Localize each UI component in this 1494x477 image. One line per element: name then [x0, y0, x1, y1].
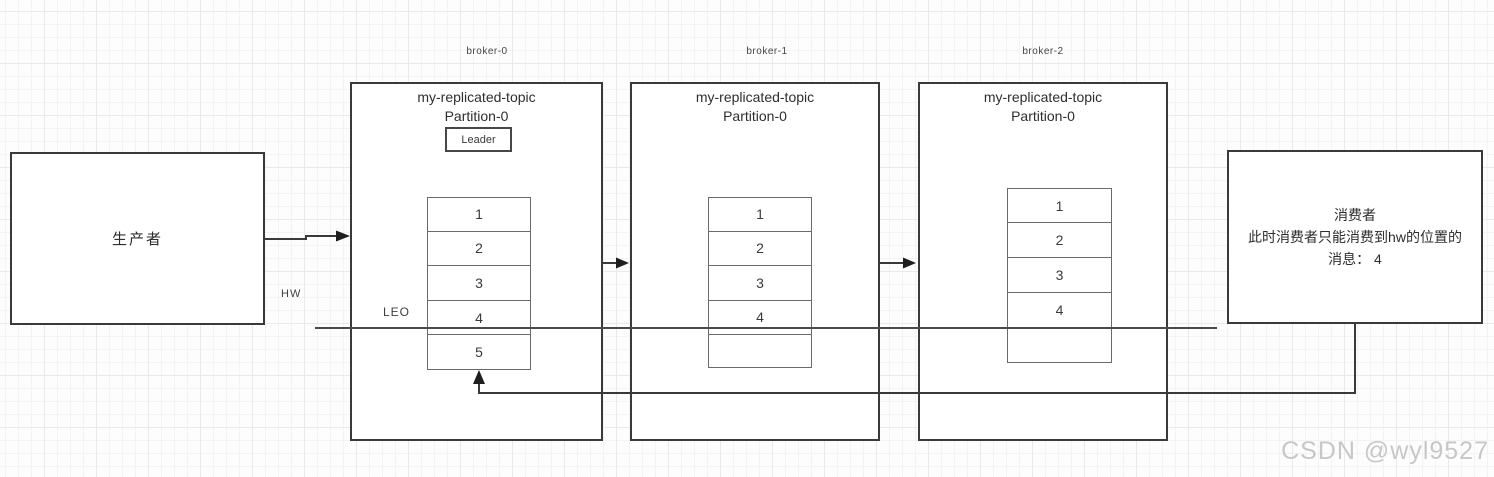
log-cell: 2	[427, 231, 531, 267]
log-cell: 4	[427, 300, 531, 336]
broker-0-partition: Partition-0	[444, 108, 509, 124]
log-cell: 4	[1007, 293, 1112, 328]
broker-2-topic: my-replicated-topic	[983, 89, 1103, 105]
broker-0-title: my-replicated-topic Partition-0	[352, 88, 601, 126]
replication-arrow-1-head-icon	[616, 257, 629, 269]
log-cell: 2	[708, 231, 812, 266]
log-cell-empty	[1007, 328, 1112, 363]
broker-0-caption: broker-0	[466, 46, 508, 57]
broker-2-caption: broker-2	[1022, 46, 1064, 57]
log-cell-empty	[708, 335, 812, 368]
log-cell: 4	[708, 300, 812, 335]
log-cell: 1	[427, 197, 531, 232]
log-cell: 1	[708, 197, 812, 232]
log-cell: 1	[1007, 188, 1112, 223]
leo-marker-label: LEO	[383, 305, 411, 319]
leader-label: Leader	[461, 133, 496, 146]
broker-0-log-stack: 1 2 3 4 5	[427, 197, 531, 370]
log-cell: 3	[427, 266, 531, 301]
consumer-note-line1: 此时消费者只能消费到hw的位置的	[1248, 229, 1462, 245]
broker-2-partition: Partition-0	[1011, 108, 1075, 124]
log-cell: 3	[708, 266, 812, 301]
broker-2-title: my-replicated-topic Partition-0	[920, 88, 1166, 126]
log-cell: 5	[427, 335, 531, 370]
producer-arrowhead-icon	[336, 230, 350, 242]
consumer-note-line2: 消息： 4	[1328, 251, 1382, 267]
broker-1-log-stack: 1 2 3 4	[708, 197, 812, 368]
log-cell: 3	[1007, 258, 1112, 293]
producer-arrow-line	[263, 235, 336, 240]
producer-label: 生产者	[111, 231, 163, 248]
producer-box: 生产者	[10, 152, 265, 325]
broker-1-title: my-replicated-topic Partition-0	[632, 88, 878, 126]
consumer-title: 消费者	[1334, 207, 1376, 223]
consumer-box: 消费者 此时消费者只能消费到hw的位置的 消息： 4	[1227, 150, 1483, 324]
replication-arrow-2-head-icon	[903, 257, 916, 269]
broker-1-partition: Partition-0	[723, 108, 787, 124]
log-cell: 2	[1007, 223, 1112, 258]
hw-marker-label: HW	[281, 288, 302, 300]
leader-badge: Leader	[445, 127, 512, 152]
broker-1-topic: my-replicated-topic	[695, 89, 815, 105]
consumer-text: 消费者 此时消费者只能消费到hw的位置的 消息： 4	[1229, 152, 1481, 322]
consumer-return-line	[478, 324, 1356, 394]
broker-2-log-stack: 1 2 3 4	[1007, 188, 1112, 363]
broker-0-topic: my-replicated-topic	[417, 89, 536, 105]
broker-1-caption: broker-1	[746, 46, 788, 57]
csdn-watermark: CSDN @wyl9527	[1281, 437, 1489, 465]
